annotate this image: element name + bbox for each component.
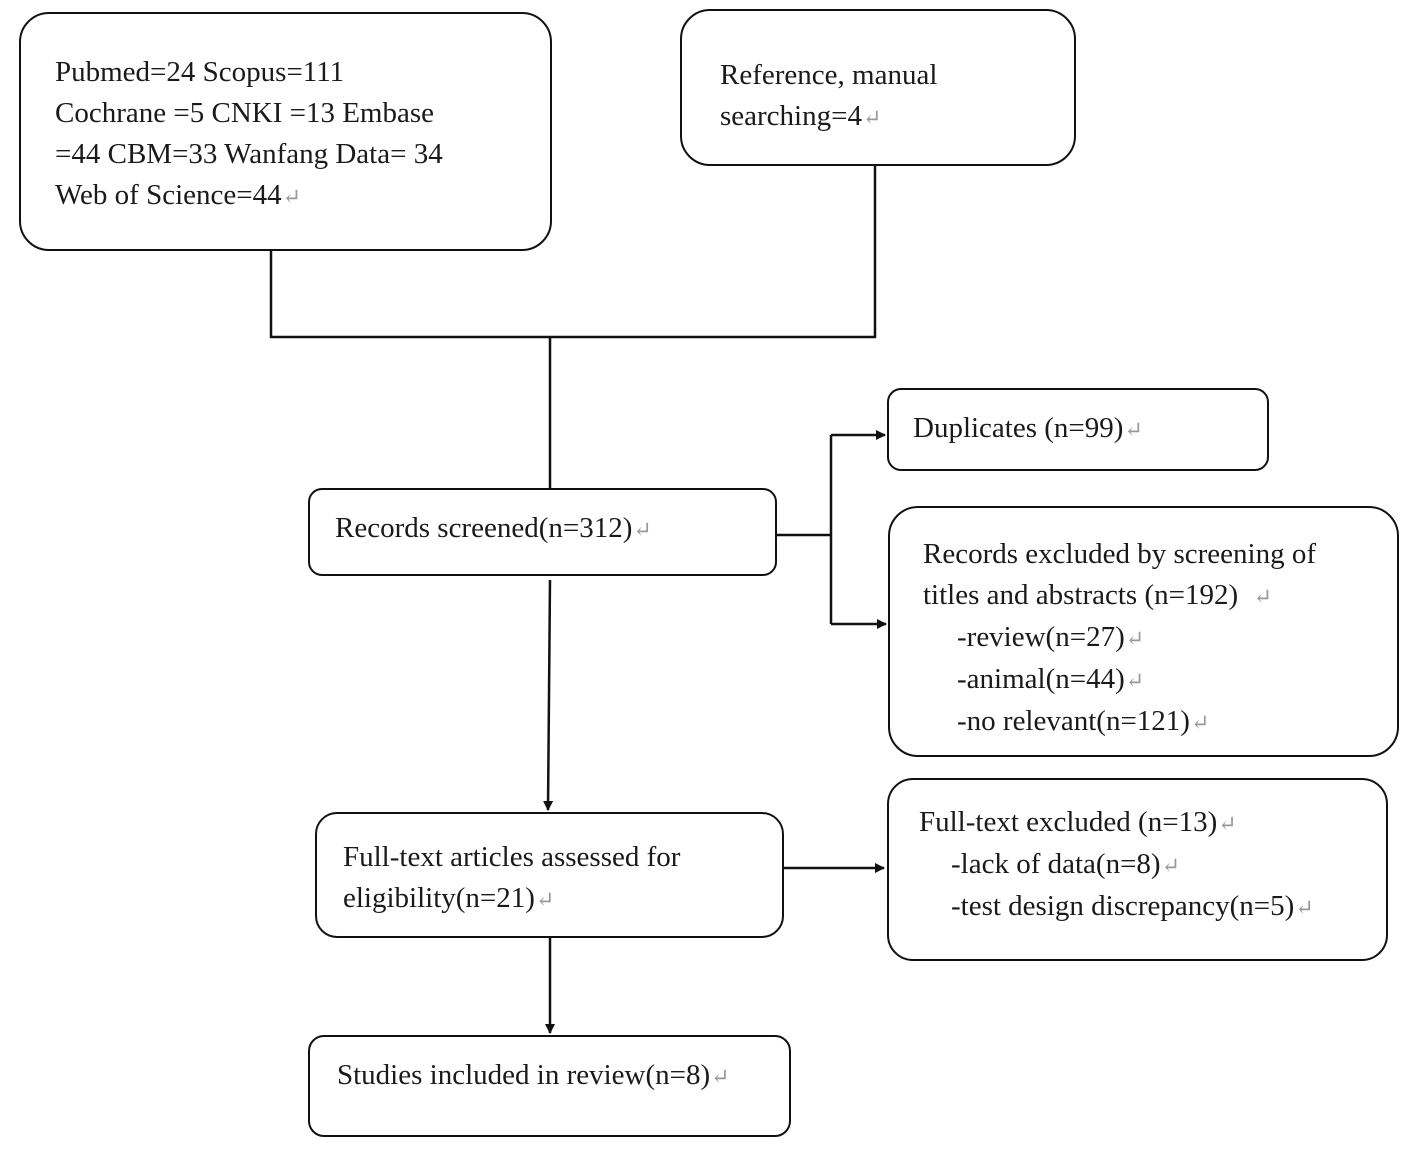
sources-line: Cochrane =5 CNKI =13 Embase bbox=[55, 97, 435, 129]
ft-excluded-reason: -lack of data(n=8)↵ bbox=[951, 848, 1181, 880]
paragraph-mark-icon: ↵ bbox=[1124, 417, 1143, 442]
included-label: Studies included in review(n=8)↵ bbox=[337, 1059, 730, 1091]
screened-label: Records screened(n=312)↵ bbox=[335, 512, 652, 544]
paragraph-mark-icon: ↵ bbox=[711, 1064, 730, 1089]
excluded-reason: -review(n=27)↵ bbox=[957, 621, 1145, 653]
excluded-reason: -animal(n=44)↵ bbox=[957, 663, 1145, 695]
paragraph-mark-icon: ↵ bbox=[535, 887, 555, 912]
paragraph-mark-icon: ↵ bbox=[1190, 710, 1210, 735]
paragraph-mark-icon: ↵ bbox=[633, 517, 652, 542]
arrow-to-fulltext bbox=[543, 579, 554, 811]
paragraph-mark-icon: ↵ bbox=[1295, 895, 1314, 920]
fulltext-line: Full-text articles assessed for bbox=[343, 841, 681, 873]
paragraph-mark-icon: ↵ bbox=[1125, 626, 1145, 651]
paragraph-mark-icon: ↵ bbox=[1218, 811, 1237, 836]
database-sources-box: Pubmed=24 Scopus=111 Cochrane =5 CNKI =1… bbox=[19, 12, 552, 251]
records-screened-box: Records screened(n=312)↵ bbox=[308, 488, 777, 576]
ft-excluded-heading: Full-text excluded (n=13)↵ bbox=[919, 806, 1237, 838]
ft-excluded-reason: -test design discrepancy(n=5)↵ bbox=[951, 890, 1314, 922]
paragraph-mark-icon: ↵ bbox=[1253, 584, 1273, 609]
paragraph-mark-icon: ↵ bbox=[1161, 853, 1181, 878]
fulltext-line: eligibility(n=21)↵ bbox=[343, 882, 555, 914]
sources-line: Pubmed=24 Scopus=111 bbox=[55, 56, 345, 88]
excluded-heading: Records excluded by screening of bbox=[923, 538, 1316, 570]
fulltext-excluded-box: Full-text excluded (n=13)↵ -lack of data… bbox=[887, 778, 1388, 961]
duplicates-label: Duplicates (n=99)↵ bbox=[913, 412, 1143, 444]
excluded-reason: -no relevant(n=121)↵ bbox=[957, 705, 1210, 737]
paragraph-mark-icon: ↵ bbox=[862, 105, 882, 130]
reference-line: searching=4↵ bbox=[720, 100, 882, 132]
reference-search-box: Reference, manual searching=4↵ bbox=[680, 9, 1076, 166]
sources-line: Web of Science=44↵ bbox=[55, 179, 302, 211]
paragraph-mark-icon: ↵ bbox=[1125, 668, 1145, 693]
paragraph-mark-icon: ↵ bbox=[282, 184, 302, 209]
merge-connector bbox=[269, 166, 877, 339]
excluded-heading: titles and abstracts (n=192) ↵ bbox=[923, 579, 1273, 611]
records-excluded-box: Records excluded by screening of titles … bbox=[888, 506, 1399, 757]
studies-included-box: Studies included in review(n=8)↵ bbox=[308, 1035, 791, 1137]
reference-line: Reference, manual bbox=[720, 59, 938, 91]
fulltext-assessed-box: Full-text articles assessed for eligibil… bbox=[315, 812, 784, 938]
sources-line: =44 CBM=33 Wanfang Data= 34 bbox=[55, 138, 443, 170]
duplicates-box: Duplicates (n=99)↵ bbox=[887, 388, 1269, 471]
